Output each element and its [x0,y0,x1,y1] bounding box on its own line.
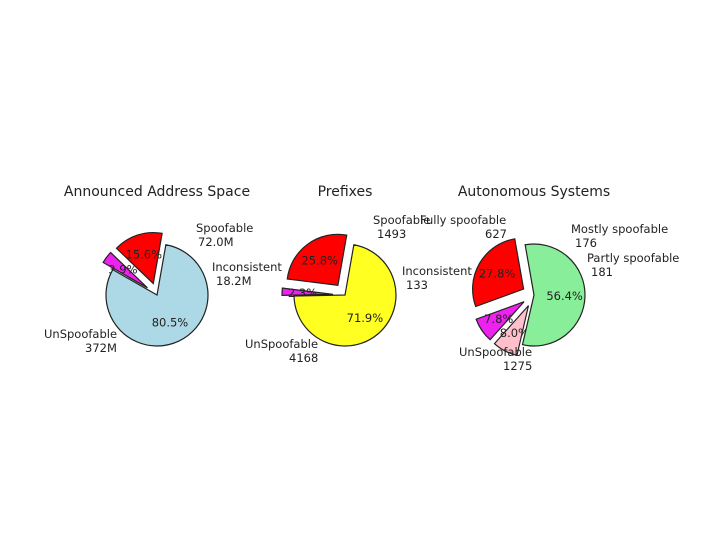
pie-slice-unspoofable [521,243,586,347]
chart-autonomous-systems: Autonomous Systems 27.8% 7.8%8.0% 56.4% Fu… [420,184,679,373]
pie-percent-fully-spoofable: 27.8% [479,267,516,281]
chart-title: Announced Address Space [64,184,250,200]
pie-slice-unspoofable [105,244,209,347]
pie-percent-unspoofable: 71.9% [347,311,384,325]
chart-title: Prefixes [318,184,373,200]
pie-slice-partly-spoofable [493,305,530,357]
pie-slice-unspoofable [293,244,397,347]
pie-percent-unspoofable: 80.5% [152,316,189,330]
pie-percent-partly-spoofable: 8.0% [500,326,529,340]
pie-slice-spoofable [115,232,163,285]
pie-slice-mostly-spoofable [475,301,525,341]
pie-percent-spoofable: 25.8% [301,254,338,268]
pie-percent-spoofable: 15.6% [126,248,163,262]
pie-slice-spoofable [286,233,348,287]
pie-slice-inconsistent [102,251,148,289]
pie-percent-unspoofable: 56.4% [546,289,583,303]
chart-announced-address-space: Announced Address Space 15.6%3.9%80.5% S… [44,184,282,355]
pie-percent-mostly-spoofable: 7.8% [484,312,513,326]
pie-slice-inconsistent [281,287,334,297]
chart-title: Autonomous Systems [458,184,610,200]
pie-slice-fully-spoofable [472,238,525,308]
